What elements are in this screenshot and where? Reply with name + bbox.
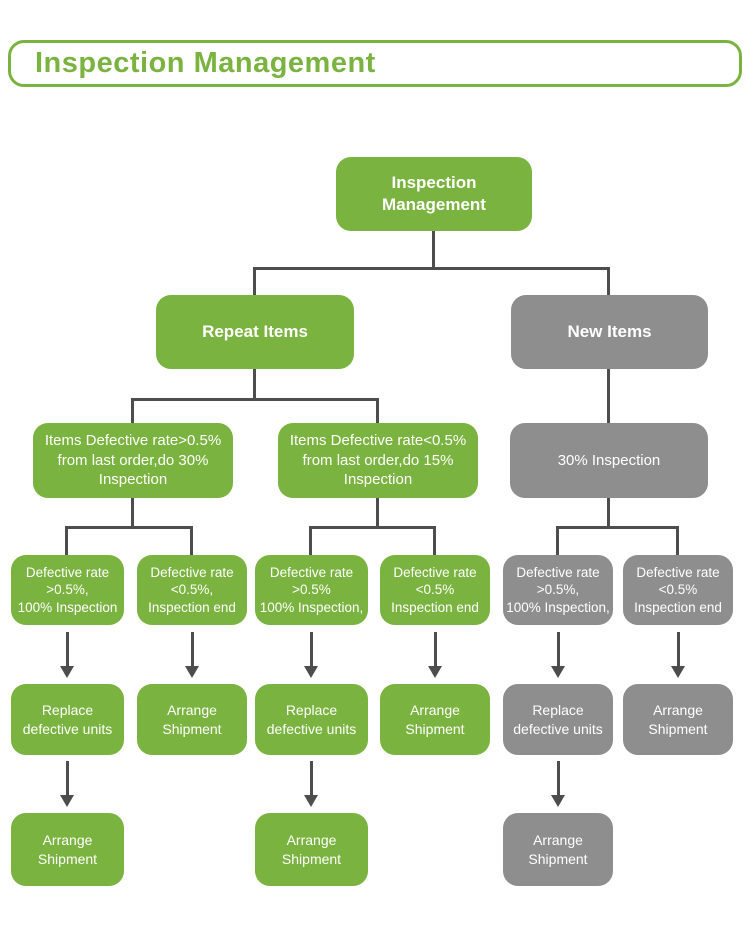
arrow-head-icon bbox=[428, 666, 442, 678]
arrow-l4c6-to-l5c6 bbox=[671, 632, 685, 678]
node-l4-rate-gt-100pct-inspection: Defective rate >0.5%, 100% Inspection bbox=[11, 555, 124, 625]
node-arrange-shipment-final-3: Arrange Shipment bbox=[503, 813, 613, 886]
node-inspection-management: Inspection Management bbox=[336, 157, 532, 231]
arrow-shaft bbox=[65, 632, 69, 666]
connector-to-l4-c3 bbox=[309, 526, 312, 557]
connector-repeat-stub bbox=[253, 368, 256, 401]
connector-l3right-stub bbox=[607, 497, 610, 529]
connector-to-l4-c2 bbox=[190, 526, 193, 557]
node-repeat-items: Repeat Items bbox=[156, 295, 354, 369]
connector-l3mid-split bbox=[309, 526, 436, 529]
connector-l3left-stub bbox=[131, 497, 134, 529]
page-header: Inspection Management bbox=[8, 40, 742, 87]
node-l4-rate-gt-100pct-inspection-2: Defective rate >0.5% 100% Inspection, bbox=[255, 555, 368, 625]
connector-to-l4-c4 bbox=[433, 526, 436, 557]
arrow-l5c1-to-l6c1 bbox=[60, 761, 74, 807]
node-arrange-shipment-2: Arrange Shipment bbox=[380, 684, 490, 755]
node-arrange-shipment-3: Arrange Shipment bbox=[623, 684, 733, 755]
arrow-shaft bbox=[65, 761, 69, 795]
arrow-head-icon bbox=[304, 795, 318, 807]
node-l4-rate-lt-inspection-end-3: Defective rate <0.5% Inspection end bbox=[623, 555, 733, 625]
connector-to-new-items bbox=[607, 267, 610, 297]
connector-root-stub bbox=[432, 228, 435, 269]
arrow-head-icon bbox=[304, 666, 318, 678]
arrow-shaft bbox=[309, 632, 313, 666]
node-new-items: New Items bbox=[511, 295, 708, 369]
node-l4-rate-lt-inspection-end: Defective rate <0.5%, Inspection end bbox=[137, 555, 247, 625]
node-arrange-shipment-1: Arrange Shipment bbox=[137, 684, 247, 755]
node-arrange-shipment-final-2: Arrange Shipment bbox=[255, 813, 368, 886]
node-30pct-inspection: 30% Inspection bbox=[510, 423, 708, 498]
arrow-l5c5-to-l6c5 bbox=[551, 761, 565, 807]
connector-to-l3-left bbox=[131, 398, 134, 425]
connector-repeat-split bbox=[131, 398, 379, 401]
arrow-shaft bbox=[433, 632, 437, 666]
arrow-l5c3-to-l6c3 bbox=[304, 761, 318, 807]
arrow-head-icon bbox=[551, 795, 565, 807]
node-arrange-shipment-final-1: Arrange Shipment bbox=[11, 813, 124, 886]
arrow-shaft bbox=[676, 632, 680, 666]
node-replace-defective-units-1: Replace defective units bbox=[11, 684, 124, 755]
arrow-shaft bbox=[309, 761, 313, 795]
connector-to-l3-mid bbox=[376, 398, 379, 425]
arrow-head-icon bbox=[60, 795, 74, 807]
arrow-head-icon bbox=[551, 666, 565, 678]
connector-to-l4-c1 bbox=[65, 526, 68, 557]
arrow-shaft bbox=[556, 632, 560, 666]
arrow-l4c3-to-l5c3 bbox=[304, 632, 318, 678]
connector-to-l4-c5 bbox=[556, 526, 559, 557]
node-l4-rate-gt-100pct-inspection-3: Defective rate >0.5%, 100% Inspection, bbox=[503, 555, 613, 625]
connector-l3left-split bbox=[65, 526, 193, 529]
node-defective-gt-30pct: Items Defective rate>0.5% from last orde… bbox=[33, 423, 233, 498]
arrow-l4c2-to-l5c2 bbox=[185, 632, 199, 678]
connector-newitems-to-inspection bbox=[607, 368, 610, 425]
arrow-l4c4-to-l5c4 bbox=[428, 632, 442, 678]
connector-root-split bbox=[253, 267, 610, 270]
connector-to-l4-c6 bbox=[676, 526, 679, 557]
arrow-l4c5-to-l5c5 bbox=[551, 632, 565, 678]
node-defective-lt-15pct: Items Defective rate<0.5% from last orde… bbox=[278, 423, 478, 498]
arrow-head-icon bbox=[60, 666, 74, 678]
connector-l3right-split bbox=[556, 526, 679, 529]
node-replace-defective-units-3: Replace defective units bbox=[503, 684, 613, 755]
arrow-l4c1-to-l5c1 bbox=[60, 632, 74, 678]
arrow-head-icon bbox=[185, 666, 199, 678]
connector-to-repeat-items bbox=[253, 267, 256, 297]
connector-l3mid-stub bbox=[376, 497, 379, 529]
arrow-shaft bbox=[190, 632, 194, 666]
node-l4-rate-lt-inspection-end-2: Defective rate <0.5% Inspection end bbox=[380, 555, 490, 625]
arrow-head-icon bbox=[671, 666, 685, 678]
page-title: Inspection Management bbox=[35, 47, 376, 79]
node-replace-defective-units-2: Replace defective units bbox=[255, 684, 368, 755]
arrow-shaft bbox=[556, 761, 560, 795]
